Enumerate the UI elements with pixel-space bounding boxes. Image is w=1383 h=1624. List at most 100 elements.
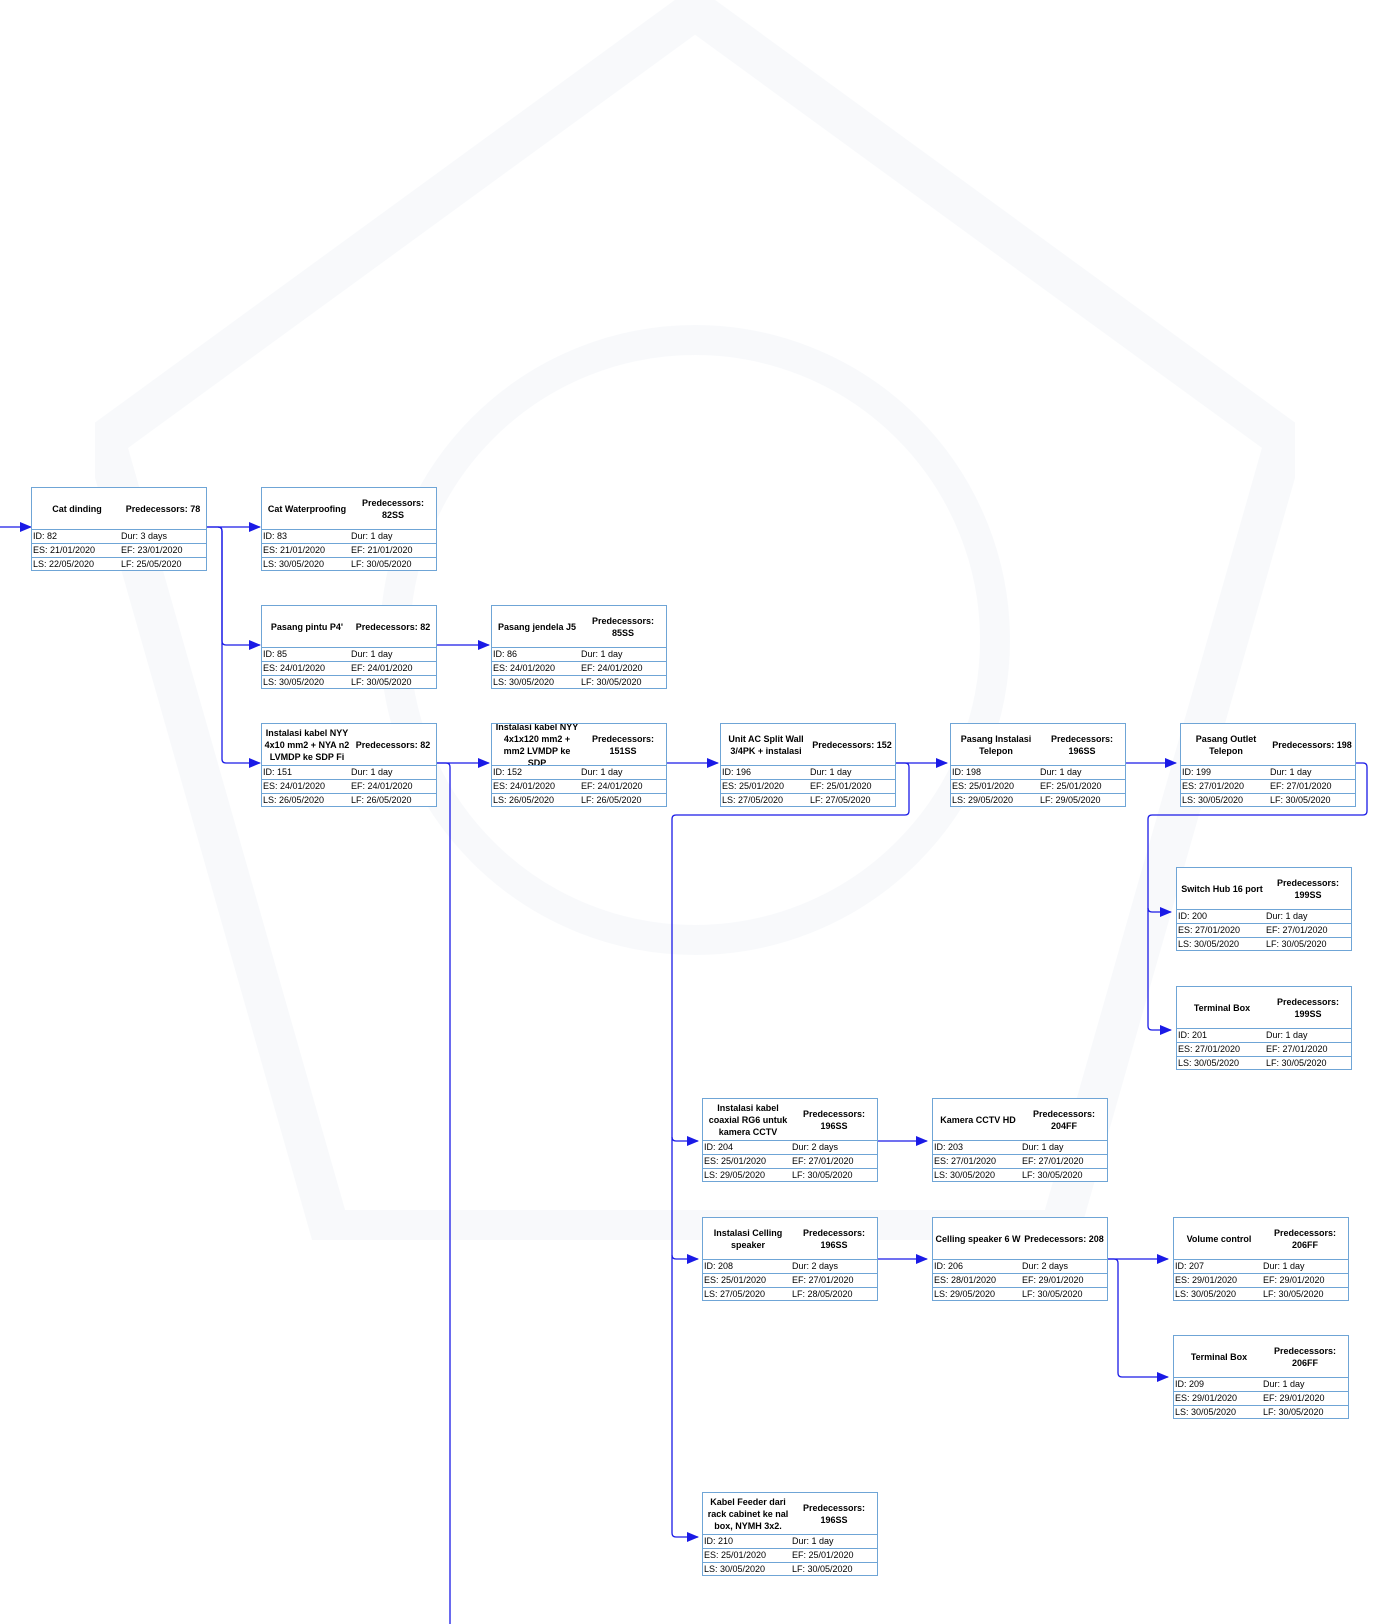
task-late-finish: LF: 30/05/2020 — [581, 677, 642, 687]
task-predecessors: Predecessors: 204FF — [1032, 1108, 1096, 1131]
task-late-finish: LF: 27/05/2020 — [810, 795, 871, 805]
task-node-151[interactable]: Instalasi kabel NYY 4x10 mm2 + NYA n2 LV… — [261, 723, 437, 807]
task-duration: Dur: 1 day — [1040, 767, 1082, 777]
task-id: ID: 83 — [263, 531, 288, 541]
task-predecessors: Predecessors: 196SS — [1050, 733, 1114, 756]
task-early-finish: EF: 27/01/2020 — [1266, 925, 1328, 935]
task-late-start: LS: 30/05/2020 — [1178, 939, 1240, 949]
task-predecessors: Predecessors: 82 — [355, 621, 431, 632]
task-id: ID: 152 — [493, 767, 523, 777]
task-predecessors: Predecessors: 78 — [125, 503, 201, 514]
task-name: Pasang Outlet Telepon — [1195, 733, 1257, 756]
task-name: Volume control — [1186, 1233, 1252, 1244]
task-early-start: ES: 24/01/2020 — [263, 663, 326, 673]
task-late-start: LS: 30/05/2020 — [263, 677, 325, 687]
task-predecessors: Predecessors: 82SS — [361, 497, 425, 520]
task-early-start: ES: 27/01/2020 — [1178, 1044, 1241, 1054]
task-header: Pasang Outlet Telepon Predecessors: 198 — [1181, 724, 1355, 766]
task-id: ID: 203 — [934, 1142, 964, 1152]
task-early-start: ES: 24/01/2020 — [493, 781, 556, 791]
task-early-finish: EF: 27/01/2020 — [1022, 1156, 1084, 1166]
task-node-210[interactable]: Kabel Feeder dari rack cabinet ke nal bo… — [702, 1492, 878, 1576]
task-late-finish: LF: 30/05/2020 — [1022, 1289, 1083, 1299]
link-206-209 — [1103, 1258, 1169, 1382]
task-early-finish: EF: 24/01/2020 — [351, 663, 413, 673]
task-early-finish: EF: 24/01/2020 — [581, 663, 643, 673]
task-early-start: ES: 25/01/2020 — [704, 1156, 767, 1166]
task-late-finish: LF: 30/05/2020 — [351, 559, 412, 569]
task-id: ID: 208 — [704, 1261, 734, 1271]
task-header: Instalasi kabel NYY 4x10 mm2 + NYA n2 LV… — [262, 724, 436, 766]
task-early-start: ES: 27/01/2020 — [934, 1156, 997, 1166]
task-late-start: LS: 30/05/2020 — [934, 1170, 996, 1180]
task-early-start: ES: 21/01/2020 — [33, 545, 96, 555]
task-late-finish: LF: 30/05/2020 — [1266, 1058, 1327, 1068]
task-predecessors: Predecessors: 198 — [1272, 739, 1352, 750]
task-early-start: ES: 28/01/2020 — [934, 1275, 997, 1285]
task-late-start: LS: 30/05/2020 — [1175, 1407, 1237, 1417]
task-name: Terminal Box — [1193, 1002, 1251, 1013]
task-name: Switch Hub 16 port — [1181, 883, 1263, 894]
task-predecessors: Predecessors: 151SS — [591, 733, 655, 756]
task-node-152[interactable]: Instalasi kabel NYY 4x1x120 mm2 + mm2 LV… — [491, 723, 667, 807]
task-late-finish: LF: 30/05/2020 — [1263, 1407, 1324, 1417]
task-name: Kamera CCTV HD — [940, 1114, 1016, 1125]
task-early-finish: EF: 29/01/2020 — [1263, 1275, 1325, 1285]
task-node-86[interactable]: Pasang jendela J5 Predecessors: 85SS ID: 8… — [491, 605, 667, 689]
task-late-start: LS: 27/05/2020 — [704, 1289, 766, 1299]
task-early-finish: EF: 24/01/2020 — [581, 781, 643, 791]
task-early-start: ES: 29/01/2020 — [1175, 1275, 1238, 1285]
task-header: Instalasi kabel coaxial RG6 untuk kamera… — [703, 1099, 877, 1141]
task-header: Volume control Predecessors: 206FF — [1174, 1218, 1348, 1260]
task-predecessors: Predecessors: 206FF — [1273, 1227, 1337, 1250]
task-node-203[interactable]: Kamera CCTV HD Predecessors: 204FF ID: 203… — [932, 1098, 1108, 1182]
task-name: Pasang jendela J5 — [497, 621, 577, 632]
task-early-start: ES: 25/01/2020 — [722, 781, 785, 791]
link-196-210 — [671, 1255, 699, 1542]
task-late-finish: LF: 26/05/2020 — [351, 795, 412, 805]
task-early-finish: EF: 23/01/2020 — [121, 545, 183, 555]
task-predecessors: Predecessors: 152 — [812, 739, 892, 750]
task-node-204[interactable]: Instalasi kabel coaxial RG6 untuk kamera… — [702, 1098, 878, 1182]
task-id: ID: 85 — [263, 649, 288, 659]
task-row-early: ES: 24/01/2020 EF: 24/01/2020 — [262, 662, 436, 676]
task-predecessors: Predecessors: 85SS — [591, 615, 655, 638]
task-duration: Dur: 1 day — [581, 649, 623, 659]
task-name: Instalasi kabel NYY 4x10 mm2 + NYA n2 LV… — [264, 727, 350, 762]
task-node-207[interactable]: Volume control Predecessors: 206FF ID: 207… — [1173, 1217, 1349, 1301]
task-early-finish: EF: 27/01/2020 — [1270, 781, 1332, 791]
task-duration: Dur: 1 day — [351, 531, 393, 541]
